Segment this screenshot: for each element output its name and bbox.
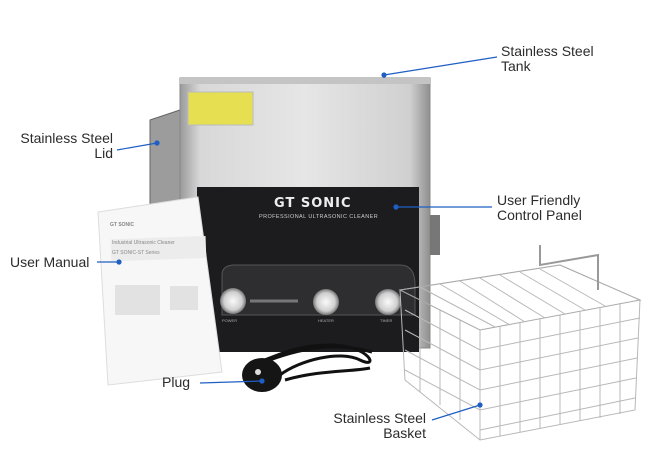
callout-plug: Plug xyxy=(162,375,190,390)
callout-text: Basket xyxy=(383,425,426,441)
callout-text: Stainless Steel xyxy=(20,130,113,146)
callout-text: Lid xyxy=(94,145,113,161)
callout-control-panel: User Friendly Control Panel xyxy=(497,193,582,223)
warning-label xyxy=(187,91,254,126)
callout-lines xyxy=(97,56,498,421)
callout-text: Plug xyxy=(162,374,191,390)
callout-tank: Stainless Steel Tank xyxy=(501,44,594,74)
callout-text: Control Panel xyxy=(497,207,582,223)
callout-text: Stainless Steel xyxy=(501,43,594,59)
callout-basket: Stainless Steel Basket xyxy=(318,411,426,441)
callout-lid: Stainless Steel Lid xyxy=(10,131,113,161)
heater-knob xyxy=(313,289,339,315)
callout-text: User Friendly xyxy=(497,192,581,208)
timer-knob xyxy=(375,289,401,315)
callout-text: Stainless Steel xyxy=(333,410,426,426)
knob-label-power: POWER xyxy=(222,318,238,323)
plug xyxy=(242,358,282,392)
manual-title: Industrial Ultrasonic Cleaner xyxy=(112,240,175,246)
callout-manual: User Manual xyxy=(10,255,89,270)
power-knob xyxy=(220,288,246,314)
knob-label-timer: TIMER xyxy=(380,318,393,323)
manual-brand: GT SONIC xyxy=(110,222,135,228)
manual-series: GT SONIC-ST Series xyxy=(112,250,160,256)
brand-logo: GT SONIC xyxy=(274,196,352,211)
knob-label-heater: HEATER xyxy=(318,318,334,323)
basket xyxy=(398,245,642,441)
callout-text: Tank xyxy=(501,58,531,74)
tagline: PROFESSIONAL ULTRASONIC CLEANER xyxy=(259,214,379,220)
callout-text: User Manual xyxy=(10,254,90,270)
